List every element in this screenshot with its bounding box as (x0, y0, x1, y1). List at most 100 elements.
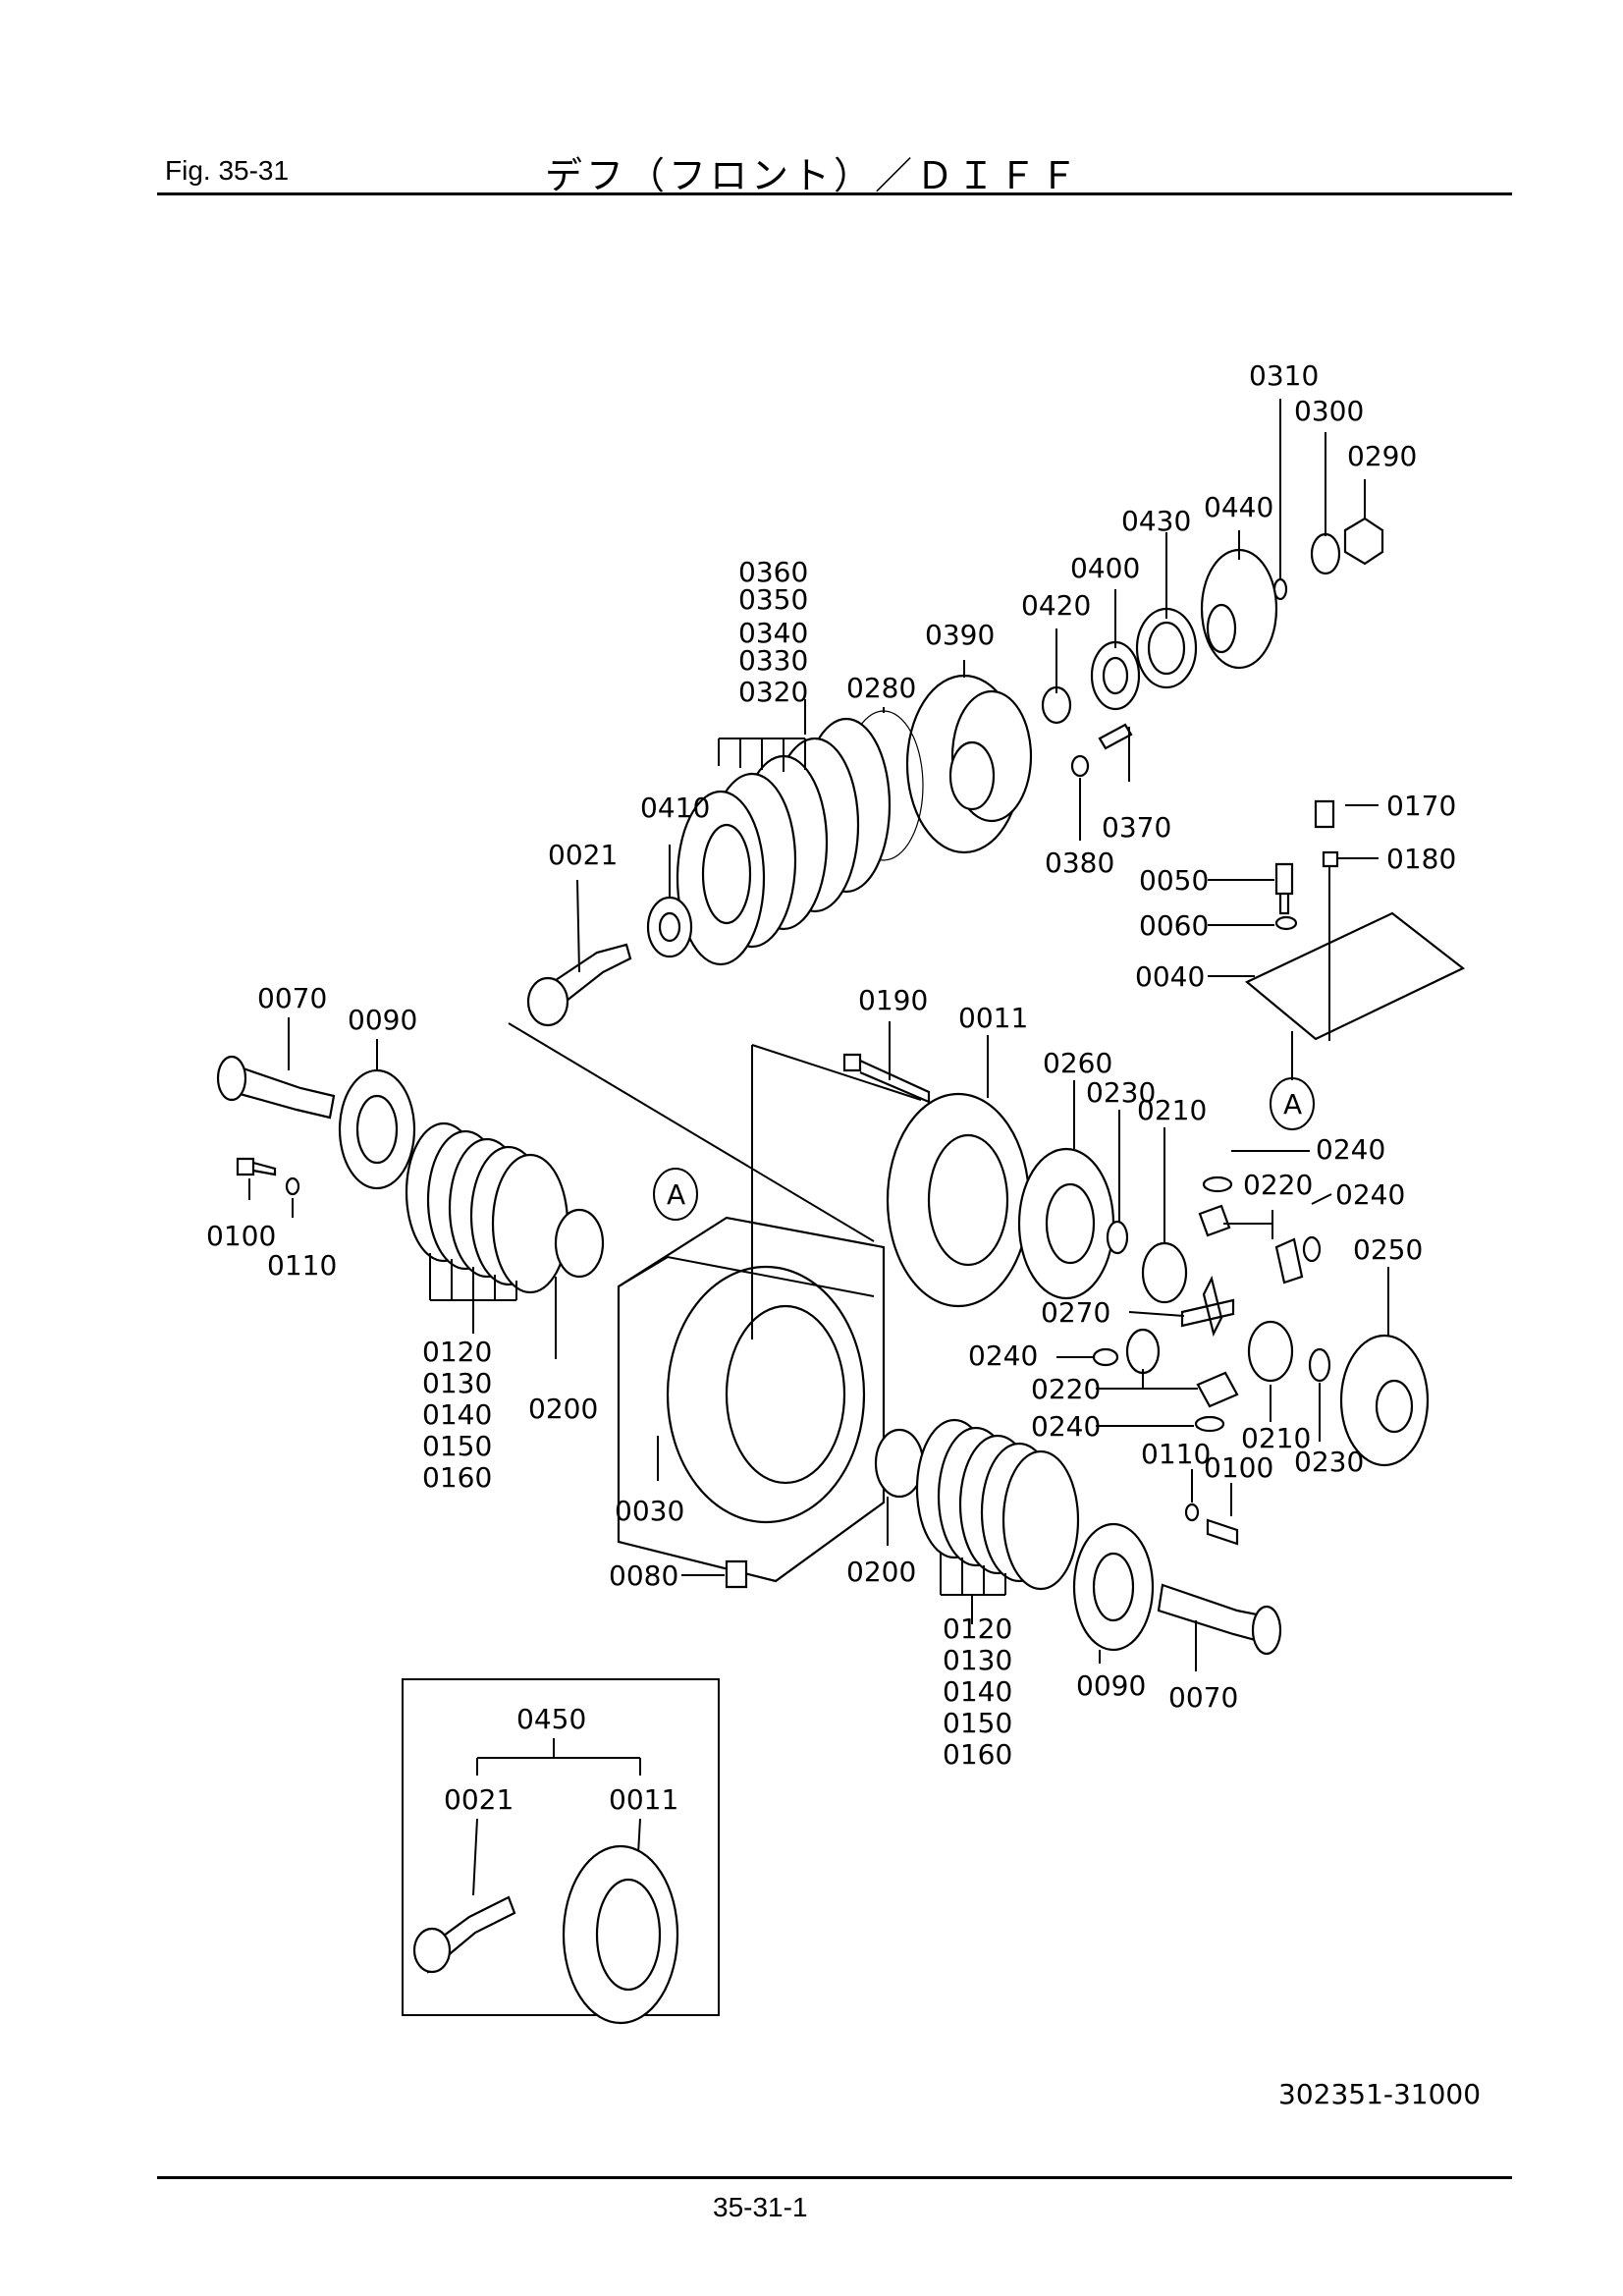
inset-set-number: 0450 (516, 1703, 586, 1735)
callout-0080: 0080 (609, 1559, 678, 1592)
callout-0120-right: 0120 (943, 1613, 1012, 1645)
callout-0440: 0440 (1204, 491, 1273, 523)
washer-0110-right (1184, 1503, 1200, 1522)
callout-0320: 0320 (738, 676, 808, 708)
callout-0110-right: 0110 (1141, 1438, 1211, 1470)
callout-0240-b: 0240 (1335, 1178, 1405, 1211)
callout-0200-left: 0200 (528, 1393, 598, 1425)
pinion-0220-low (1196, 1371, 1239, 1408)
drain-plug-0080 (725, 1559, 748, 1589)
reference-circle-a-right (1270, 1077, 1315, 1130)
callout-0230-top: 0230 (1086, 1076, 1156, 1109)
callout-0280: 0280 (846, 672, 916, 704)
reference-label-a-right: A (1283, 1088, 1302, 1121)
callout-0330: 0330 (738, 644, 808, 677)
bolt-0370 (1098, 723, 1133, 750)
callout-0050: 0050 (1139, 864, 1209, 897)
page-number: 35-31-1 (713, 2192, 808, 2222)
callout-0240-a: 0240 (1316, 1133, 1385, 1166)
callout-0430: 0430 (1121, 505, 1191, 537)
washer-0060 (1274, 915, 1298, 931)
inset-bracket (476, 1738, 641, 1776)
flange-0440-hub (1206, 603, 1237, 654)
callout-0110-left: 0110 (267, 1249, 337, 1282)
callout-0300: 0300 (1294, 395, 1364, 427)
washer-0240-b (1302, 1235, 1322, 1263)
side-gear-0210-low (1247, 1320, 1294, 1383)
nut-0290 (1343, 517, 1384, 566)
side-gear-0220-low (1125, 1328, 1161, 1375)
callout-0150-left: 0150 (422, 1430, 492, 1462)
plug-0180 (1322, 850, 1339, 868)
callout-numbers: 0310 0300 0290 0430 0440 0400 0420 0390 … (206, 359, 1456, 1771)
inset-gear-set: 0450 0021 0011 (402, 1678, 720, 2025)
callout-0070-left: 0070 (257, 982, 327, 1014)
callout-0150-right: 0150 (943, 1707, 1012, 1739)
callout-0060: 0060 (1139, 909, 1209, 942)
callout-0170: 0170 (1386, 790, 1456, 822)
callout-0420: 0420 (1021, 589, 1091, 622)
cover-plate-0040 (1244, 911, 1466, 1041)
callout-0100-left: 0100 (206, 1220, 276, 1252)
callout-0390: 0390 (925, 619, 995, 651)
callout-0240-c: 0240 (968, 1339, 1038, 1372)
callout-0380: 0380 (1045, 847, 1114, 879)
callout-0030: 0030 (615, 1495, 684, 1527)
callout-0350: 0350 (738, 583, 808, 616)
callout-0290: 0290 (1347, 440, 1417, 472)
callout-0260: 0260 (1043, 1047, 1112, 1079)
callout-0021: 0021 (548, 839, 618, 871)
callout-0040: 0040 (1135, 960, 1205, 993)
bolt-0100-right (1206, 1518, 1239, 1546)
footer-rule (157, 2176, 1512, 2179)
callout-0210-top: 0210 (1137, 1094, 1207, 1126)
breather-0170 (1314, 799, 1335, 829)
pinion-0220-mid (1274, 1237, 1304, 1285)
callout-0090-right: 0090 (1076, 1669, 1146, 1702)
reference-circle-a-left (653, 1168, 698, 1221)
callout-0310: 0310 (1249, 359, 1319, 392)
callout-0360: 0360 (738, 556, 808, 588)
washer-0240-d (1194, 1415, 1225, 1433)
bolt-0190 (842, 1053, 931, 1104)
callout-0190: 0190 (858, 984, 928, 1016)
washer-0300 (1310, 532, 1341, 575)
washer-0110-left (285, 1176, 300, 1196)
washer-0240-c (1092, 1347, 1119, 1367)
callout-0130-left: 0130 (422, 1367, 492, 1399)
reference-marks: A A (653, 1077, 1315, 1221)
callout-0070-right: 0070 (1168, 1681, 1238, 1714)
callout-0160-left: 0160 (422, 1461, 492, 1494)
callout-0210-low: 0210 (1241, 1422, 1311, 1454)
callout-0160-right: 0160 (943, 1738, 1012, 1771)
washer-0240-a (1202, 1175, 1233, 1193)
parts-drawing (216, 517, 1466, 1656)
callout-0011: 0011 (958, 1002, 1028, 1034)
callout-0240-d: 0240 (1031, 1410, 1101, 1443)
callout-0180: 0180 (1386, 843, 1456, 875)
bearing-0200-right (874, 1428, 925, 1499)
bolt-0050 (1274, 862, 1294, 915)
pinion-0220-top (1198, 1204, 1231, 1237)
shaft-0070-right (1157, 1583, 1269, 1644)
callout-0230-low: 0230 (1294, 1446, 1364, 1478)
bearing-0200-left (554, 1208, 605, 1279)
callout-0270: 0270 (1041, 1296, 1110, 1329)
callout-0140-right: 0140 (943, 1675, 1012, 1708)
side-gear-0210-top (1141, 1241, 1188, 1304)
inset-ring-gear-label: 0011 (609, 1783, 678, 1816)
header-rule (157, 192, 1512, 195)
callout-0100-right: 0100 (1204, 1451, 1273, 1484)
washer-0380 (1070, 754, 1090, 778)
callout-0400: 0400 (1070, 552, 1140, 584)
page-title: デフ（フロント）／ＤＩＦＦ (545, 154, 1082, 197)
drawing-number: 302351-31000 (1278, 2078, 1481, 2110)
callout-0200-right: 0200 (846, 1556, 916, 1588)
callout-0250: 0250 (1353, 1233, 1423, 1266)
inset-frame (402, 1678, 720, 2016)
bolt-0100-left (236, 1157, 277, 1176)
callout-0370: 0370 (1102, 811, 1171, 844)
inset-pinion-label: 0021 (444, 1783, 514, 1816)
callout-0220-top: 0220 (1243, 1169, 1313, 1201)
